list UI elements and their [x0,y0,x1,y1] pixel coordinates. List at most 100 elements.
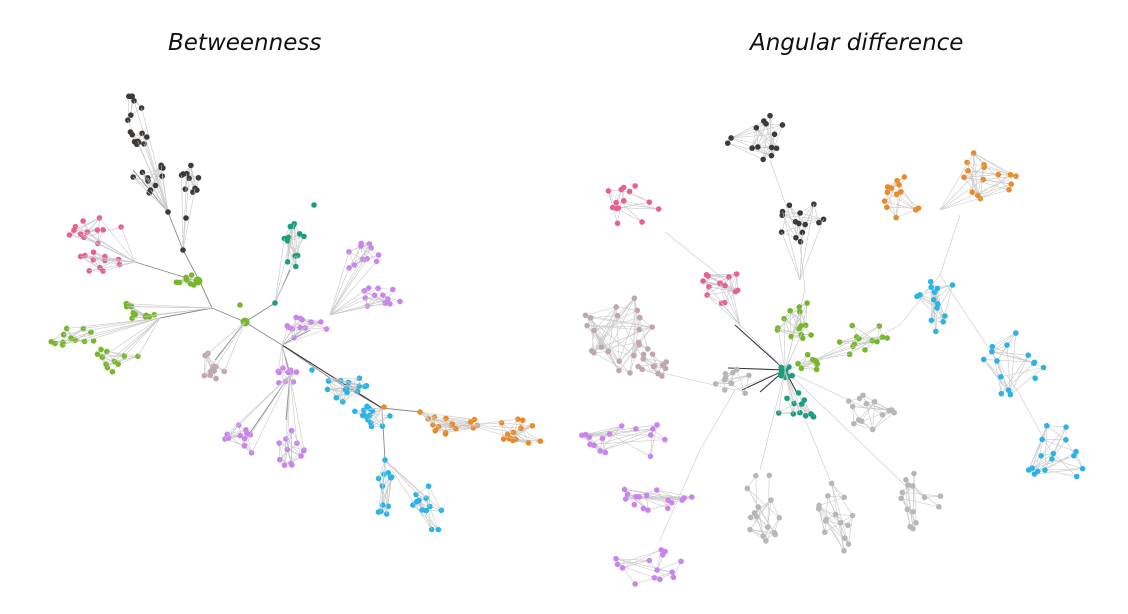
cluster-node [994,358,1000,364]
bridge-edge [281,328,327,346]
cluster-node [280,365,286,371]
cluster-node [670,574,677,581]
cluster-edge [818,508,836,515]
bridge-edge [384,459,427,499]
cluster-node [637,314,643,321]
cluster-node [662,365,669,372]
cluster-edge [895,184,900,218]
cluster-node [296,230,303,237]
cluster-edge [284,450,304,466]
cluster-edge [824,522,841,533]
cluster-edge [591,342,639,352]
cluster-node [884,184,891,190]
cluster-edge [886,206,919,209]
cluster-node [285,234,292,241]
cluster-node [1031,360,1037,367]
bridge-edge [99,217,136,263]
cluster-edge [360,243,377,262]
cluster-node [788,333,795,340]
cluster-node [928,317,935,324]
cluster-node [871,398,878,405]
bridge-edge [104,260,136,263]
cluster-edge [708,275,729,278]
cluster-node [747,514,754,521]
cluster-edge [294,236,305,257]
cluster-edge [866,403,874,430]
cluster-node [802,221,808,228]
cluster-edge [887,192,916,211]
cluster-edge [105,356,138,365]
cluster-node [131,138,138,145]
cluster-node [632,183,638,189]
cluster-node [631,501,638,508]
bridge-edge [329,267,350,316]
cluster-edge [905,479,914,529]
cluster-node [597,448,603,454]
cluster-edge [749,499,772,530]
cluster-edge [302,319,327,330]
bridge-edge [469,418,518,426]
cluster-node [749,145,755,151]
bridge-edge [699,427,714,451]
cluster-node [63,325,70,332]
cluster-edge [831,483,845,551]
cluster-node [907,523,913,530]
cluster-node [293,314,299,321]
orange-cluster [881,174,922,221]
cluster-node [352,408,358,415]
bridge-edge [133,100,169,213]
cluster-edge [69,229,98,236]
bridge-edge [130,306,213,309]
bridge-edge [939,179,984,211]
cluster-node [933,328,939,335]
bridge-edge [120,226,136,263]
cluster-node [784,395,790,402]
cluster-edge [425,498,439,530]
cluster-node [621,486,628,493]
cluster-node [753,124,760,131]
cluster-edge [284,455,302,466]
cluster-edge [593,352,631,374]
cluster-node [724,140,731,146]
cluster-edge [618,344,640,371]
cluster-node [94,351,101,357]
cluster-node [423,507,430,514]
cluster-node [587,314,594,321]
cluster-node [298,453,304,459]
bridge-edge [277,344,283,372]
cluster-edge [646,495,683,501]
bridge-edge [281,321,312,346]
cluster-node [613,555,619,562]
cluster-node [77,253,84,260]
cluster-node [115,361,121,367]
cluster-edge [617,549,662,565]
cluster-node [648,432,654,438]
cluster-node [59,342,66,348]
cluster-edge [608,298,635,352]
cluster-edge [782,211,801,214]
bridge-edge [329,290,365,316]
cluster-node [980,356,987,363]
cluster-edge [756,127,772,156]
cluster-edge [781,205,790,233]
cluster-node [779,122,786,128]
cluster-node [1063,437,1069,443]
cluster-node [810,413,817,420]
cluster-edge [849,340,873,355]
cluster-node [364,403,370,410]
cluster-edge [635,577,655,585]
bridge-edge [204,321,246,356]
cluster-edge [287,236,305,263]
cluster-edge [786,398,794,415]
orange-cluster [498,416,544,446]
cluster-node [284,323,291,329]
cluster-node [894,177,900,184]
cluster-edge [762,115,771,160]
cluster-edge [853,423,873,430]
cluster-node [849,322,856,329]
cluster-edge [777,306,800,331]
cluster-edge [133,176,156,186]
cluster-node [1038,453,1044,459]
cluster-edge [901,498,939,508]
cluster-edge [756,127,777,149]
